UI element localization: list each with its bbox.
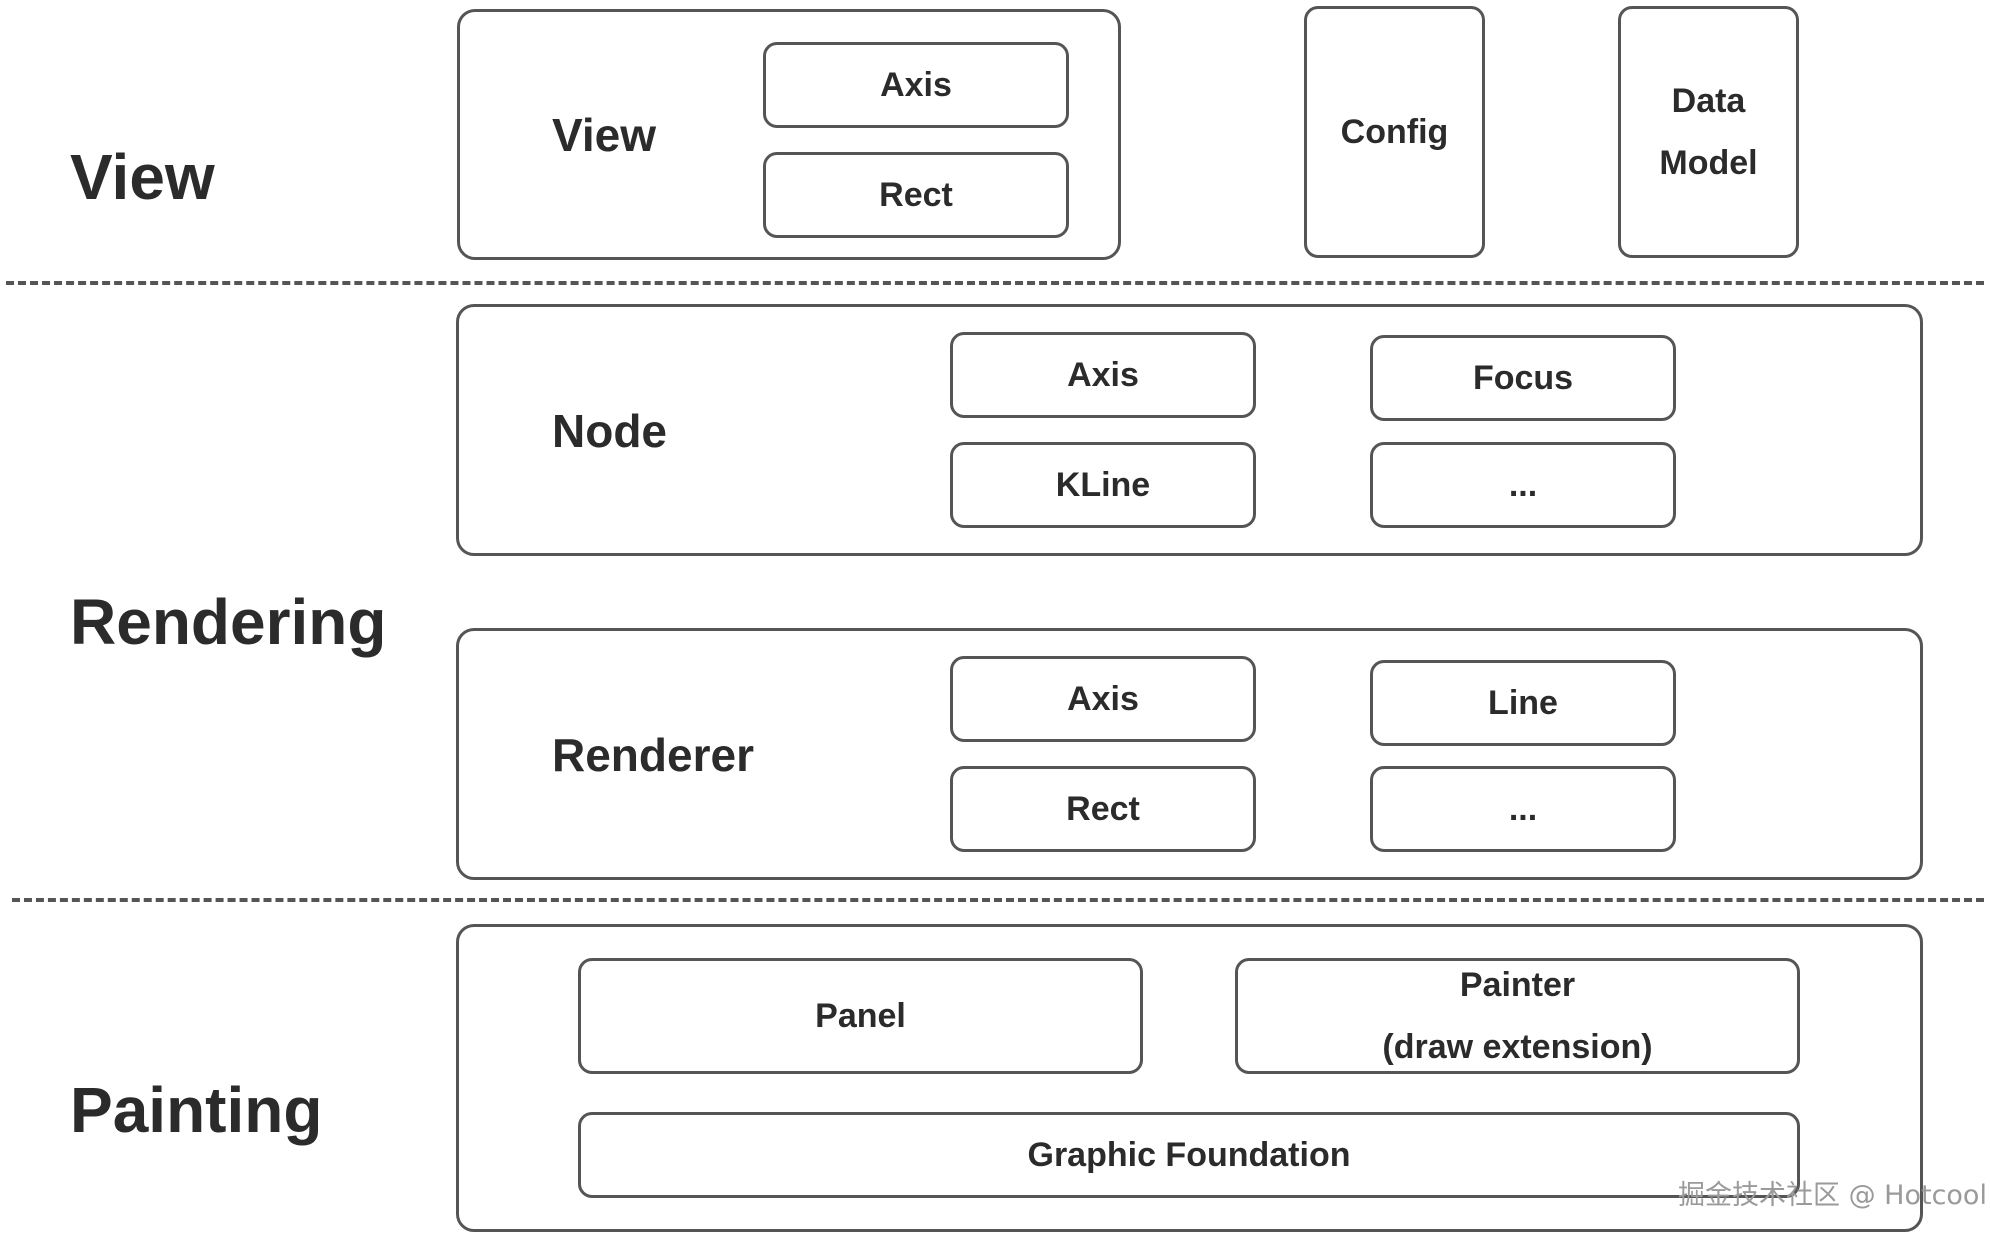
config-box: Config: [1304, 6, 1485, 258]
renderer-box-title: Renderer: [552, 729, 754, 781]
data-model-box: Data Model: [1618, 6, 1799, 258]
view-item-axis: Axis: [763, 42, 1069, 128]
watermark: 掘金技术社区 @ Hotcool: [1678, 1180, 1987, 1211]
view-box-title: View: [552, 109, 656, 161]
node-item-focus: Focus: [1370, 335, 1676, 421]
data-model-line1: Data: [1671, 82, 1746, 120]
renderer-item-rect: Rect: [950, 766, 1256, 852]
node-item-more: ...: [1370, 442, 1676, 528]
node-item-axis: Axis: [950, 332, 1256, 418]
renderer-item-more: ...: [1370, 766, 1676, 852]
divider-rendering-painting: [12, 898, 1984, 902]
node-item-kline: KLine: [950, 442, 1256, 528]
layer-label-painting: Painting: [70, 1074, 323, 1146]
node-box-title: Node: [552, 405, 667, 457]
panel-box: Panel: [578, 958, 1143, 1074]
painter-box: Painter (draw extension): [1235, 958, 1800, 1074]
divider-view-rendering: [6, 281, 1984, 285]
renderer-item-axis: Axis: [950, 656, 1256, 742]
layer-label-rendering: Rendering: [70, 586, 387, 658]
graphic-foundation-box: Graphic Foundation: [578, 1112, 1800, 1198]
data-model-line2: Model: [1659, 144, 1758, 182]
config-label: Config: [1340, 113, 1449, 151]
renderer-item-line: Line: [1370, 660, 1676, 746]
painter-line2: (draw extension): [1382, 1028, 1653, 1066]
painter-line1: Painter: [1459, 966, 1576, 1004]
view-item-rect: Rect: [763, 152, 1069, 238]
layer-label-view: View: [70, 141, 215, 213]
